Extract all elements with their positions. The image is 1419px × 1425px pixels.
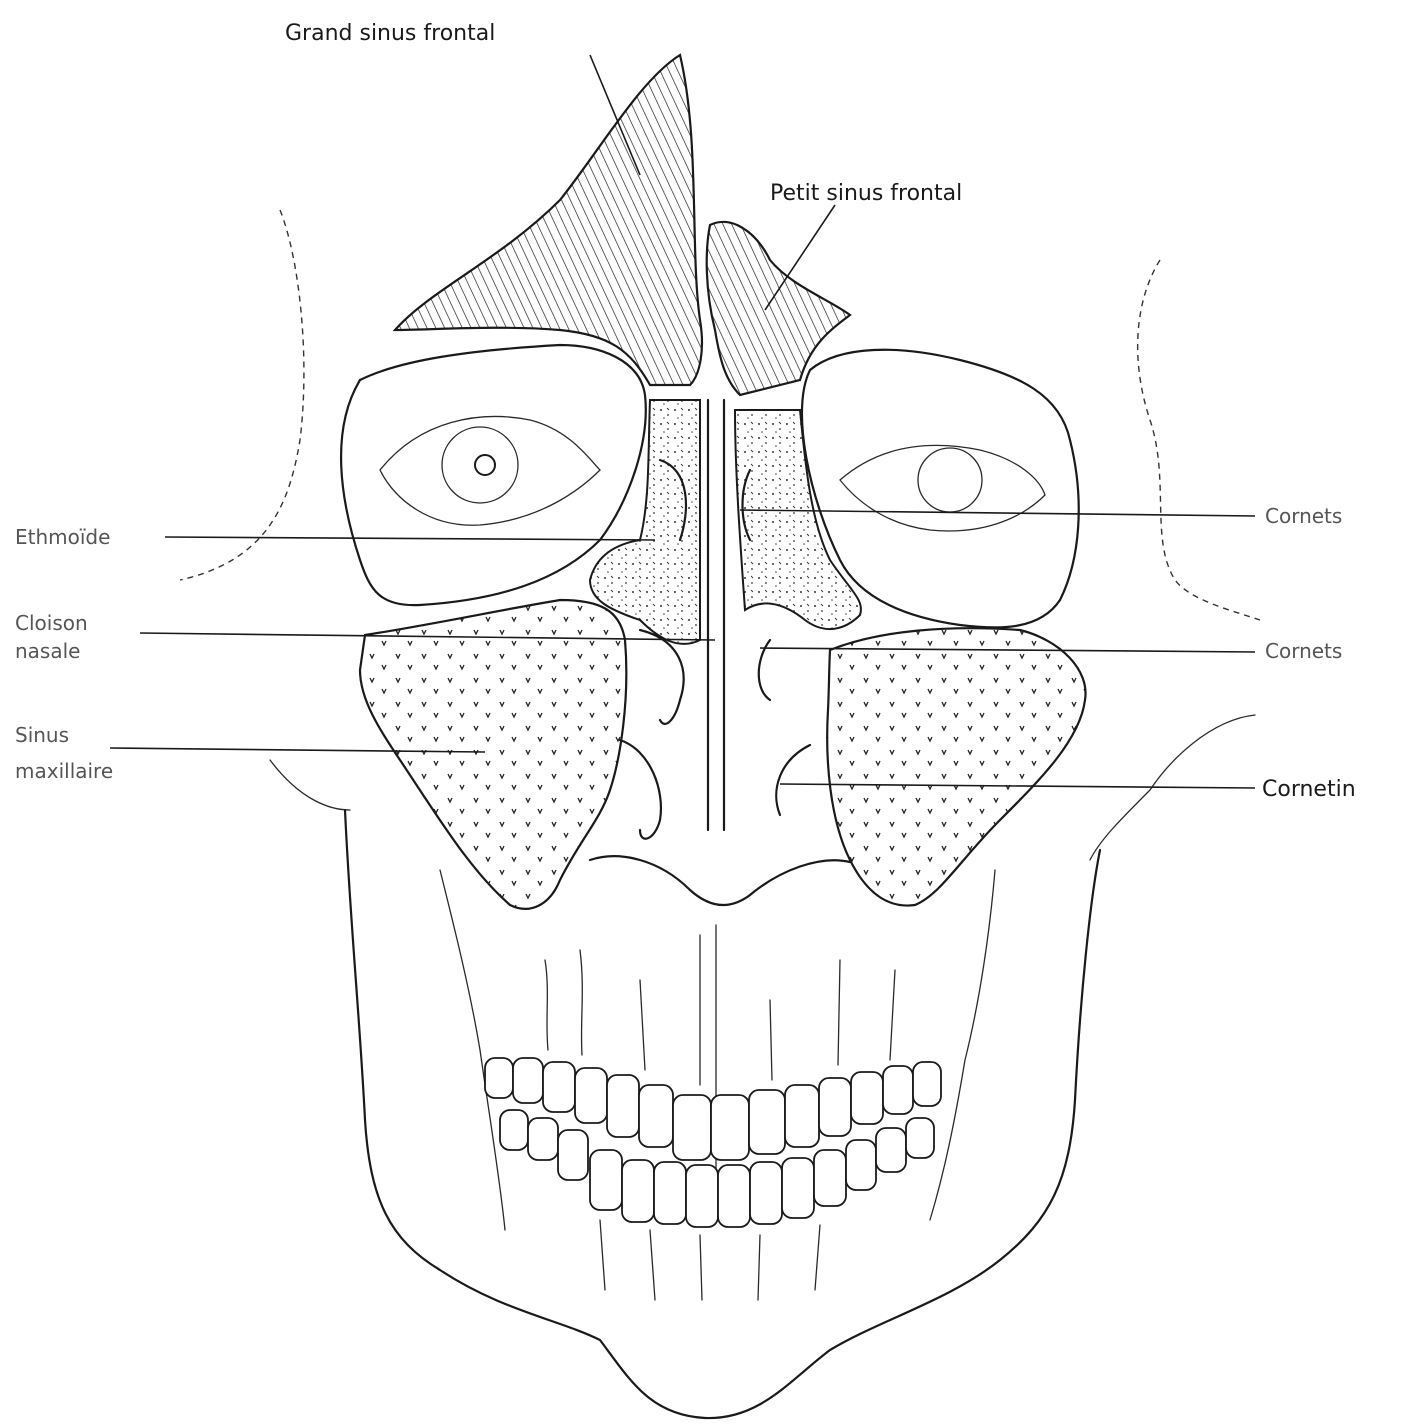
label-ethmoide: Ethmoïde: [15, 525, 110, 549]
label-cloison-nasale-1: Cloison: [15, 611, 88, 635]
label-sinus-maxillaire-2: maxillaire: [15, 759, 113, 783]
label-cornet-moyen: Cornets: [1265, 639, 1342, 663]
label-cloison-nasale-2: nasale: [15, 639, 80, 663]
sinus-maxillaire-right: [827, 628, 1085, 905]
ethmoide-right: [735, 410, 861, 629]
label-cornet-inferieur: Cornetin: [1262, 777, 1356, 802]
cloison-nasale-shape: [708, 400, 724, 1170]
petit-sinus-frontal: [707, 222, 850, 395]
label-sinus-maxillaire-1: Sinus: [15, 723, 69, 747]
label-cornet-superieur: Cornets: [1265, 504, 1342, 528]
nasal-base: [590, 856, 850, 905]
label-grand-sinus-frontal: Grand sinus frontal: [285, 21, 495, 46]
label-petit-sinus-frontal: Petit sinus frontal: [770, 181, 962, 206]
sinus-maxillaire-left: [360, 600, 626, 909]
grand-sinus-frontal: [395, 55, 702, 385]
